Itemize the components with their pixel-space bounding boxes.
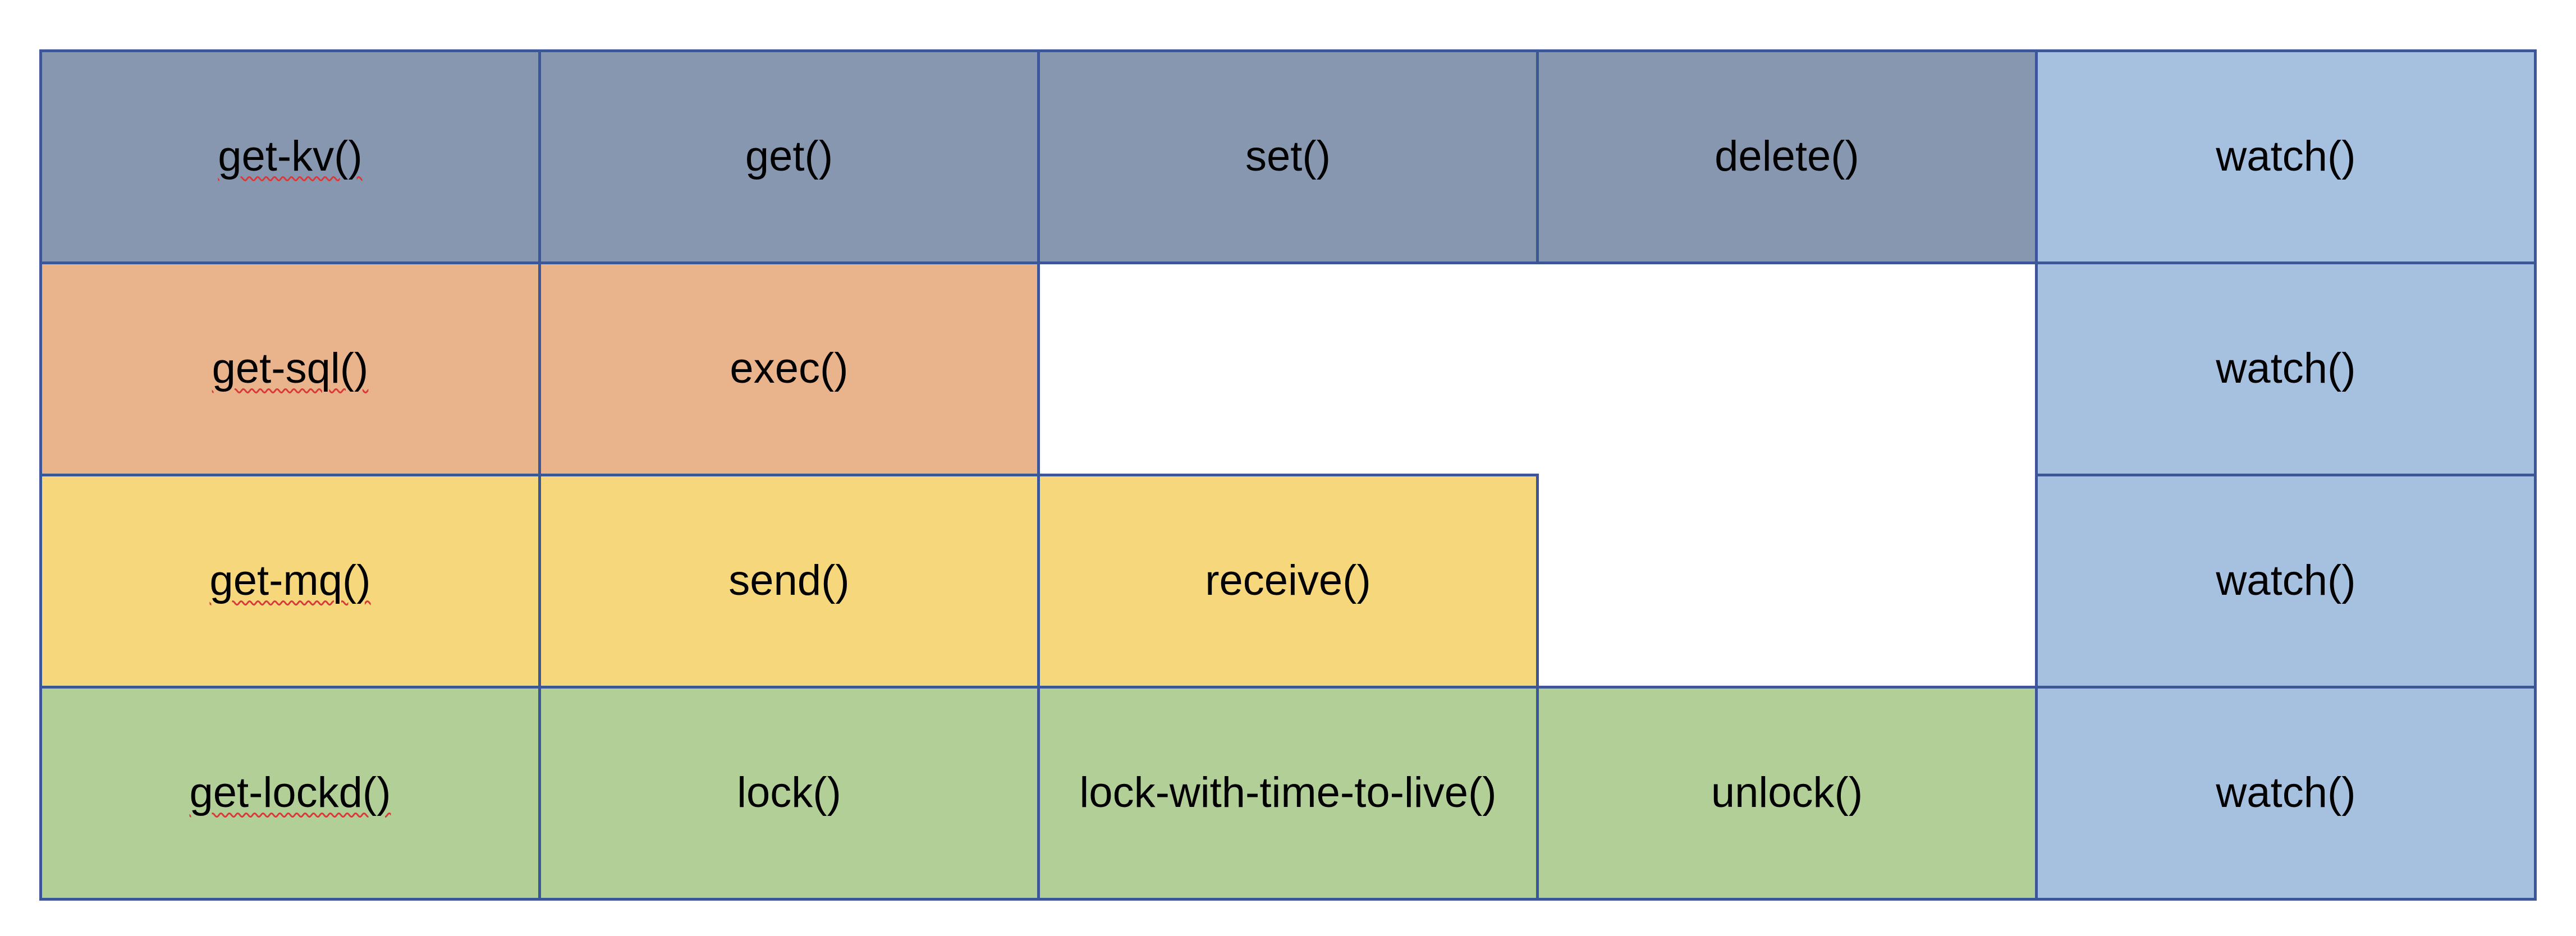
lock-lock-cell: lock() (538, 686, 1040, 901)
mq-get-mq-cell: get-mq() (39, 474, 541, 689)
kv-delete-label: delete() (1715, 132, 1859, 181)
kv-get-kv-cell: get-kv() (39, 49, 541, 264)
lock-with-ttl-label: lock-with-time-to-live() (1079, 769, 1497, 817)
mq-send-label: send() (728, 557, 850, 605)
lock-unlock-cell: unlock() (1536, 686, 2038, 901)
watch-label-lock: watch() (2216, 769, 2356, 817)
sql-exec-label: exec() (730, 345, 849, 393)
sql-get-sql-label: get-sql() (212, 345, 369, 393)
mq-receive-label: receive() (1205, 557, 1371, 605)
watch-label-sql: watch() (2216, 345, 2356, 393)
watch-cell-sql: watch() (2035, 261, 2537, 476)
watch-label-mq: watch() (2216, 557, 2356, 605)
watch-cell-lock: watch() (2035, 686, 2537, 901)
kv-delete-cell: delete() (1536, 49, 2038, 264)
kv-get-kv-label: get-kv() (218, 132, 363, 181)
lock-lock-label: lock() (737, 769, 841, 817)
lock-unlock-label: unlock() (1711, 769, 1863, 817)
lock-get-lockd-label: get-lockd() (189, 769, 391, 817)
sql-get-sql-cell: get-sql() (39, 261, 541, 476)
mq-get-mq-label: get-mq() (209, 557, 371, 605)
kv-set-label: set() (1245, 132, 1331, 181)
api-grid: get-kv() get() set() delete() get-sql() … (39, 49, 2537, 901)
lock-with-ttl-cell: lock-with-time-to-live() (1037, 686, 1539, 901)
mq-receive-cell: receive() (1037, 474, 1539, 689)
kv-set-cell: set() (1037, 49, 1539, 264)
kv-get-label: get() (745, 132, 833, 181)
watch-cell-mq: watch() (2035, 474, 2537, 689)
kv-get-cell: get() (538, 49, 1040, 264)
mq-send-cell: send() (538, 474, 1040, 689)
sql-exec-cell: exec() (538, 261, 1040, 476)
lock-get-lockd-cell: get-lockd() (39, 686, 541, 901)
watch-cell-kv: watch() (2035, 49, 2537, 264)
watch-label-kv: watch() (2216, 132, 2356, 181)
